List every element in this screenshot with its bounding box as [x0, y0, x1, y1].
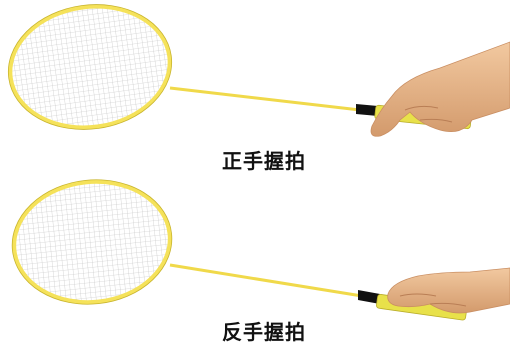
racket-shaft	[169, 86, 361, 112]
backhand-grip-caption: 反手握拍	[222, 320, 306, 344]
racket-head	[7, 4, 173, 130]
backhand-racket-illustration	[11, 179, 510, 321]
racket-collar	[356, 104, 378, 116]
forehand-grip-panel: 正手握拍	[0, 0, 510, 173]
racket-shaft	[169, 263, 363, 298]
backhand-hand	[387, 267, 510, 314]
racket-head	[11, 179, 173, 305]
forehand-racket-illustration	[7, 4, 510, 137]
forehand-grip-caption: 正手握拍	[222, 149, 306, 173]
backhand-grip-panel: 反手握拍	[0, 172, 510, 345]
racket-collar	[358, 290, 380, 304]
forehand-hand	[370, 41, 510, 137]
